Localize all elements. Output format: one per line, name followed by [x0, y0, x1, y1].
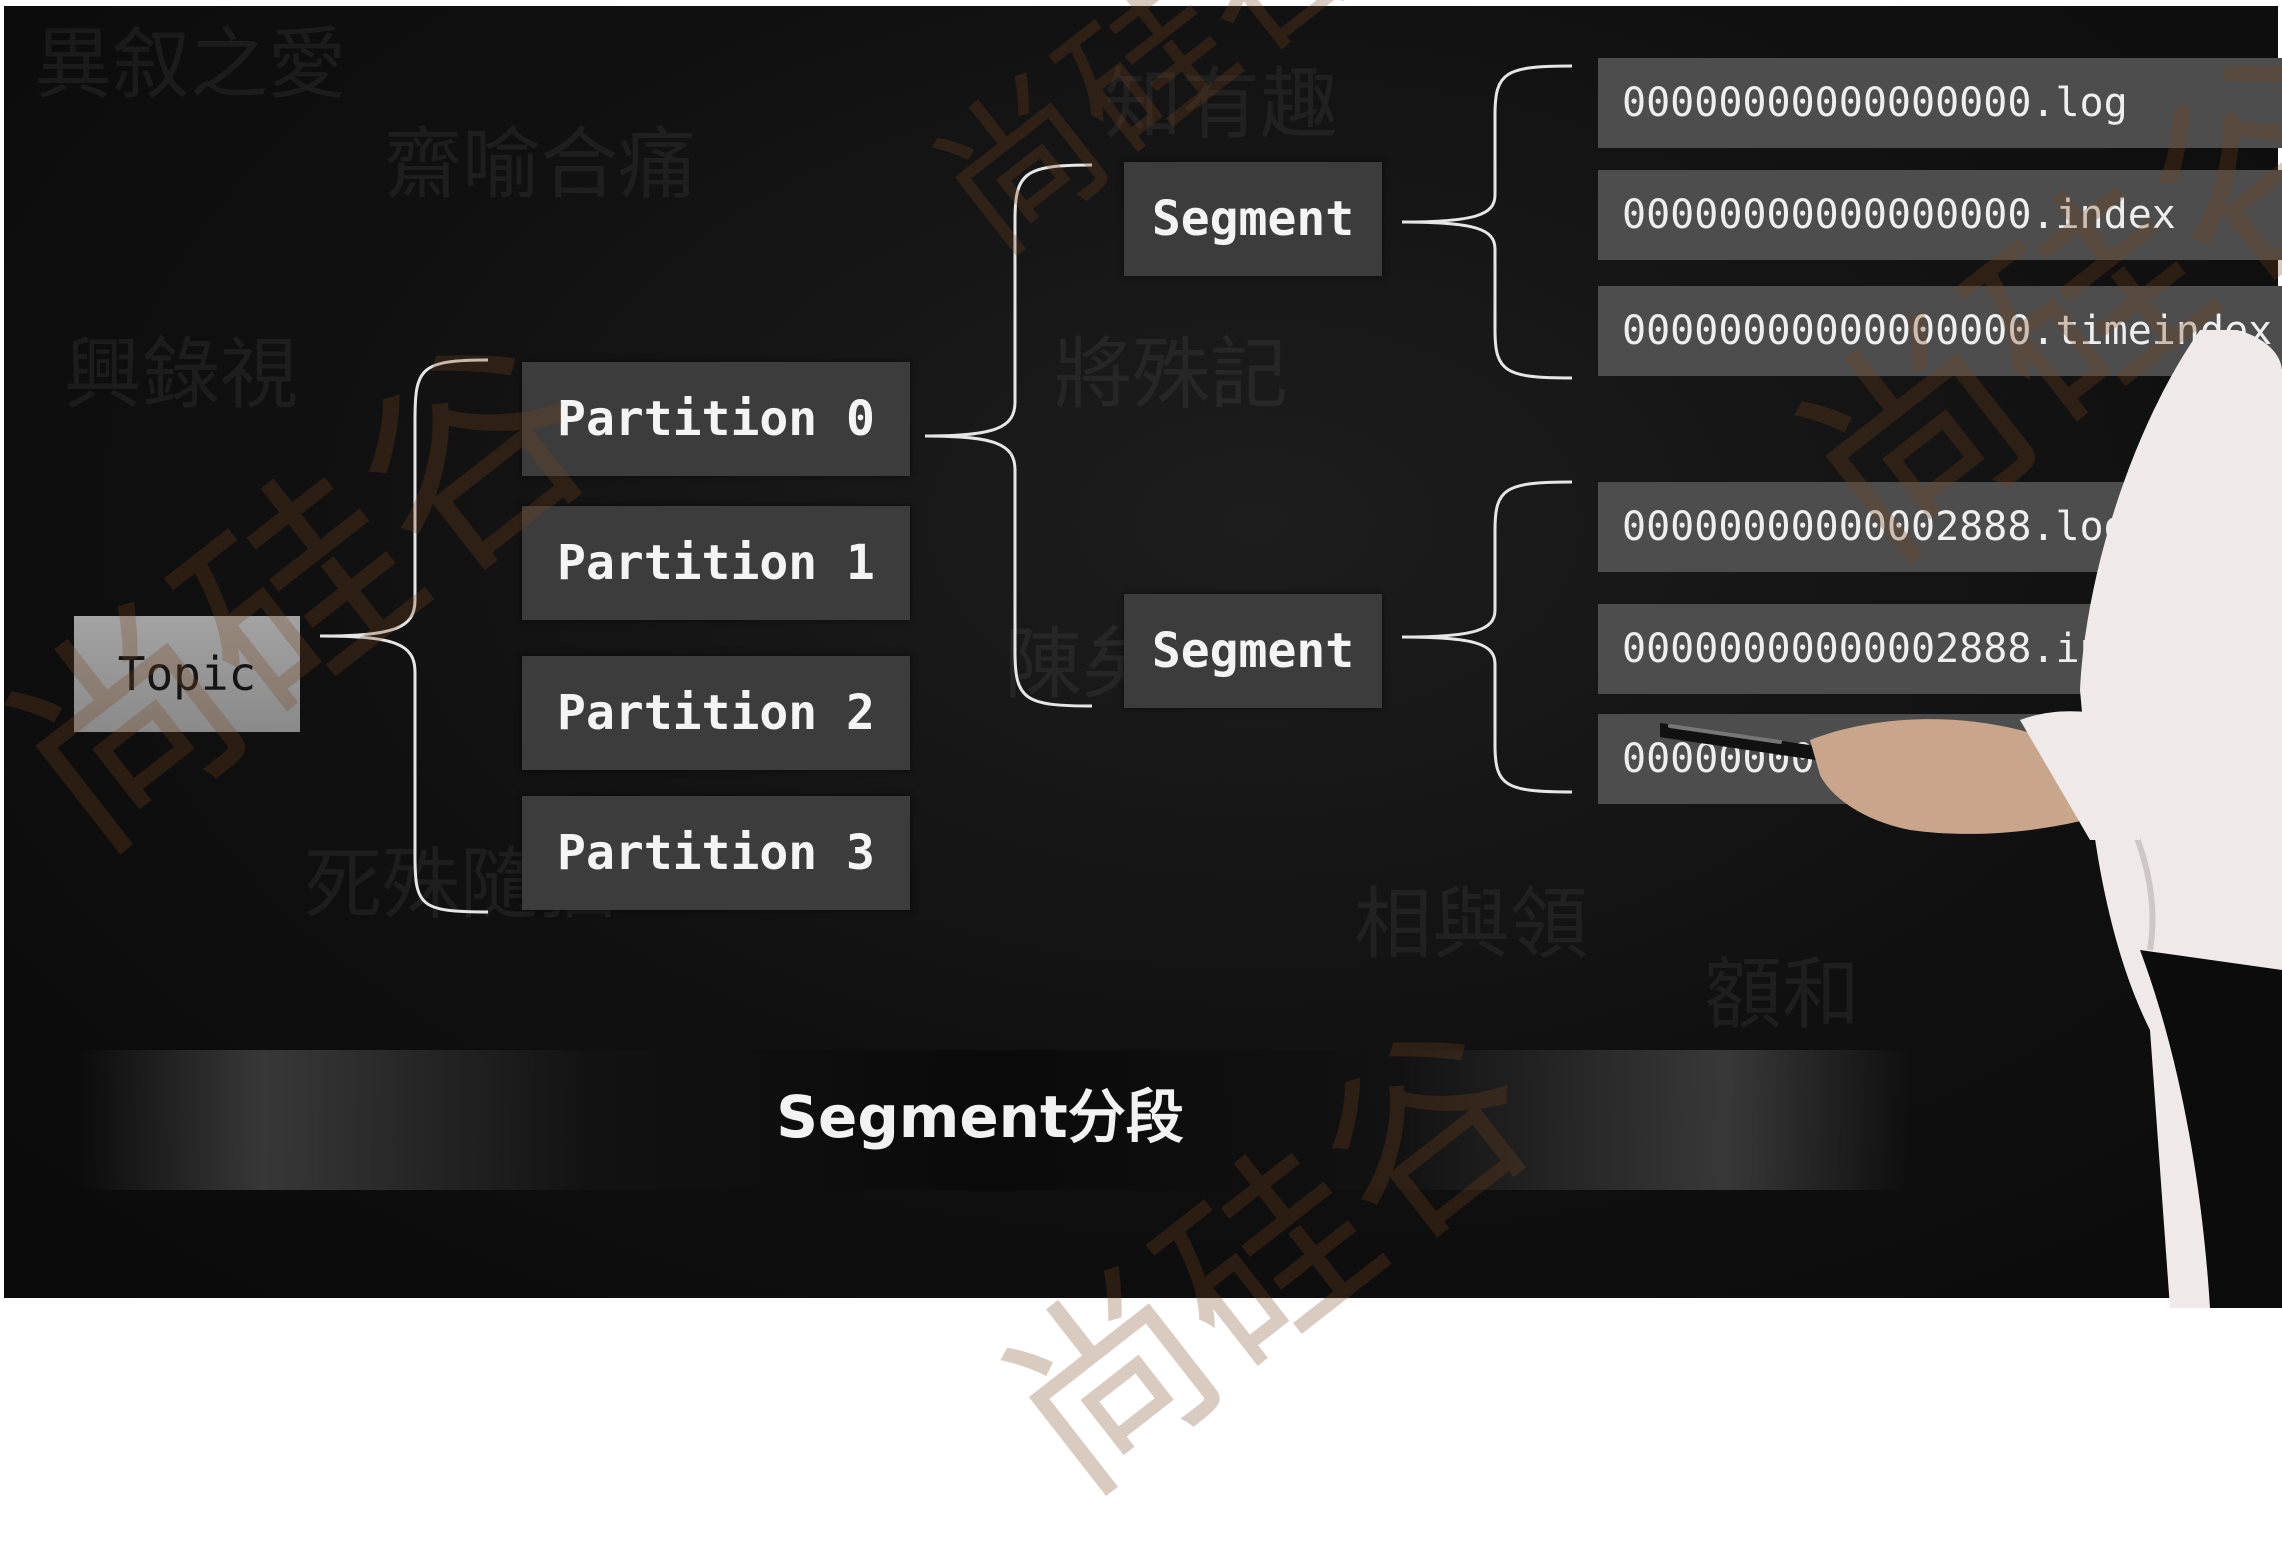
caption-band: [80, 1050, 1910, 1190]
timeindex-file-node: 00000000000000000.timeindex: [1598, 286, 2282, 376]
slide-caption: Segment分段: [776, 1083, 1184, 1151]
partition-0-node: Partition 0: [522, 362, 910, 476]
presenter-hand-pointer: [1660, 711, 2140, 840]
topic-brace: [319, 358, 489, 914]
log-file-node: 00000000000000000.log: [1598, 58, 2282, 148]
segment-node: Segment: [1124, 594, 1382, 708]
diagram-connectors: [319, 64, 1573, 914]
partition-brace: [924, 163, 1093, 708]
index-file-node: 00000000000000000.index: [1598, 170, 2282, 260]
partition-3-node: Partition 3: [522, 796, 910, 910]
partition-1-node: Partition 1: [522, 506, 910, 620]
partition-2-node: Partition 2: [522, 656, 910, 770]
segment-brace: [1401, 64, 1573, 380]
segment-node: Segment: [1124, 162, 1382, 276]
segment-brace: [1401, 480, 1573, 794]
topic-node: Topic: [74, 616, 300, 732]
presenter-figure: [2080, 330, 2282, 1308]
